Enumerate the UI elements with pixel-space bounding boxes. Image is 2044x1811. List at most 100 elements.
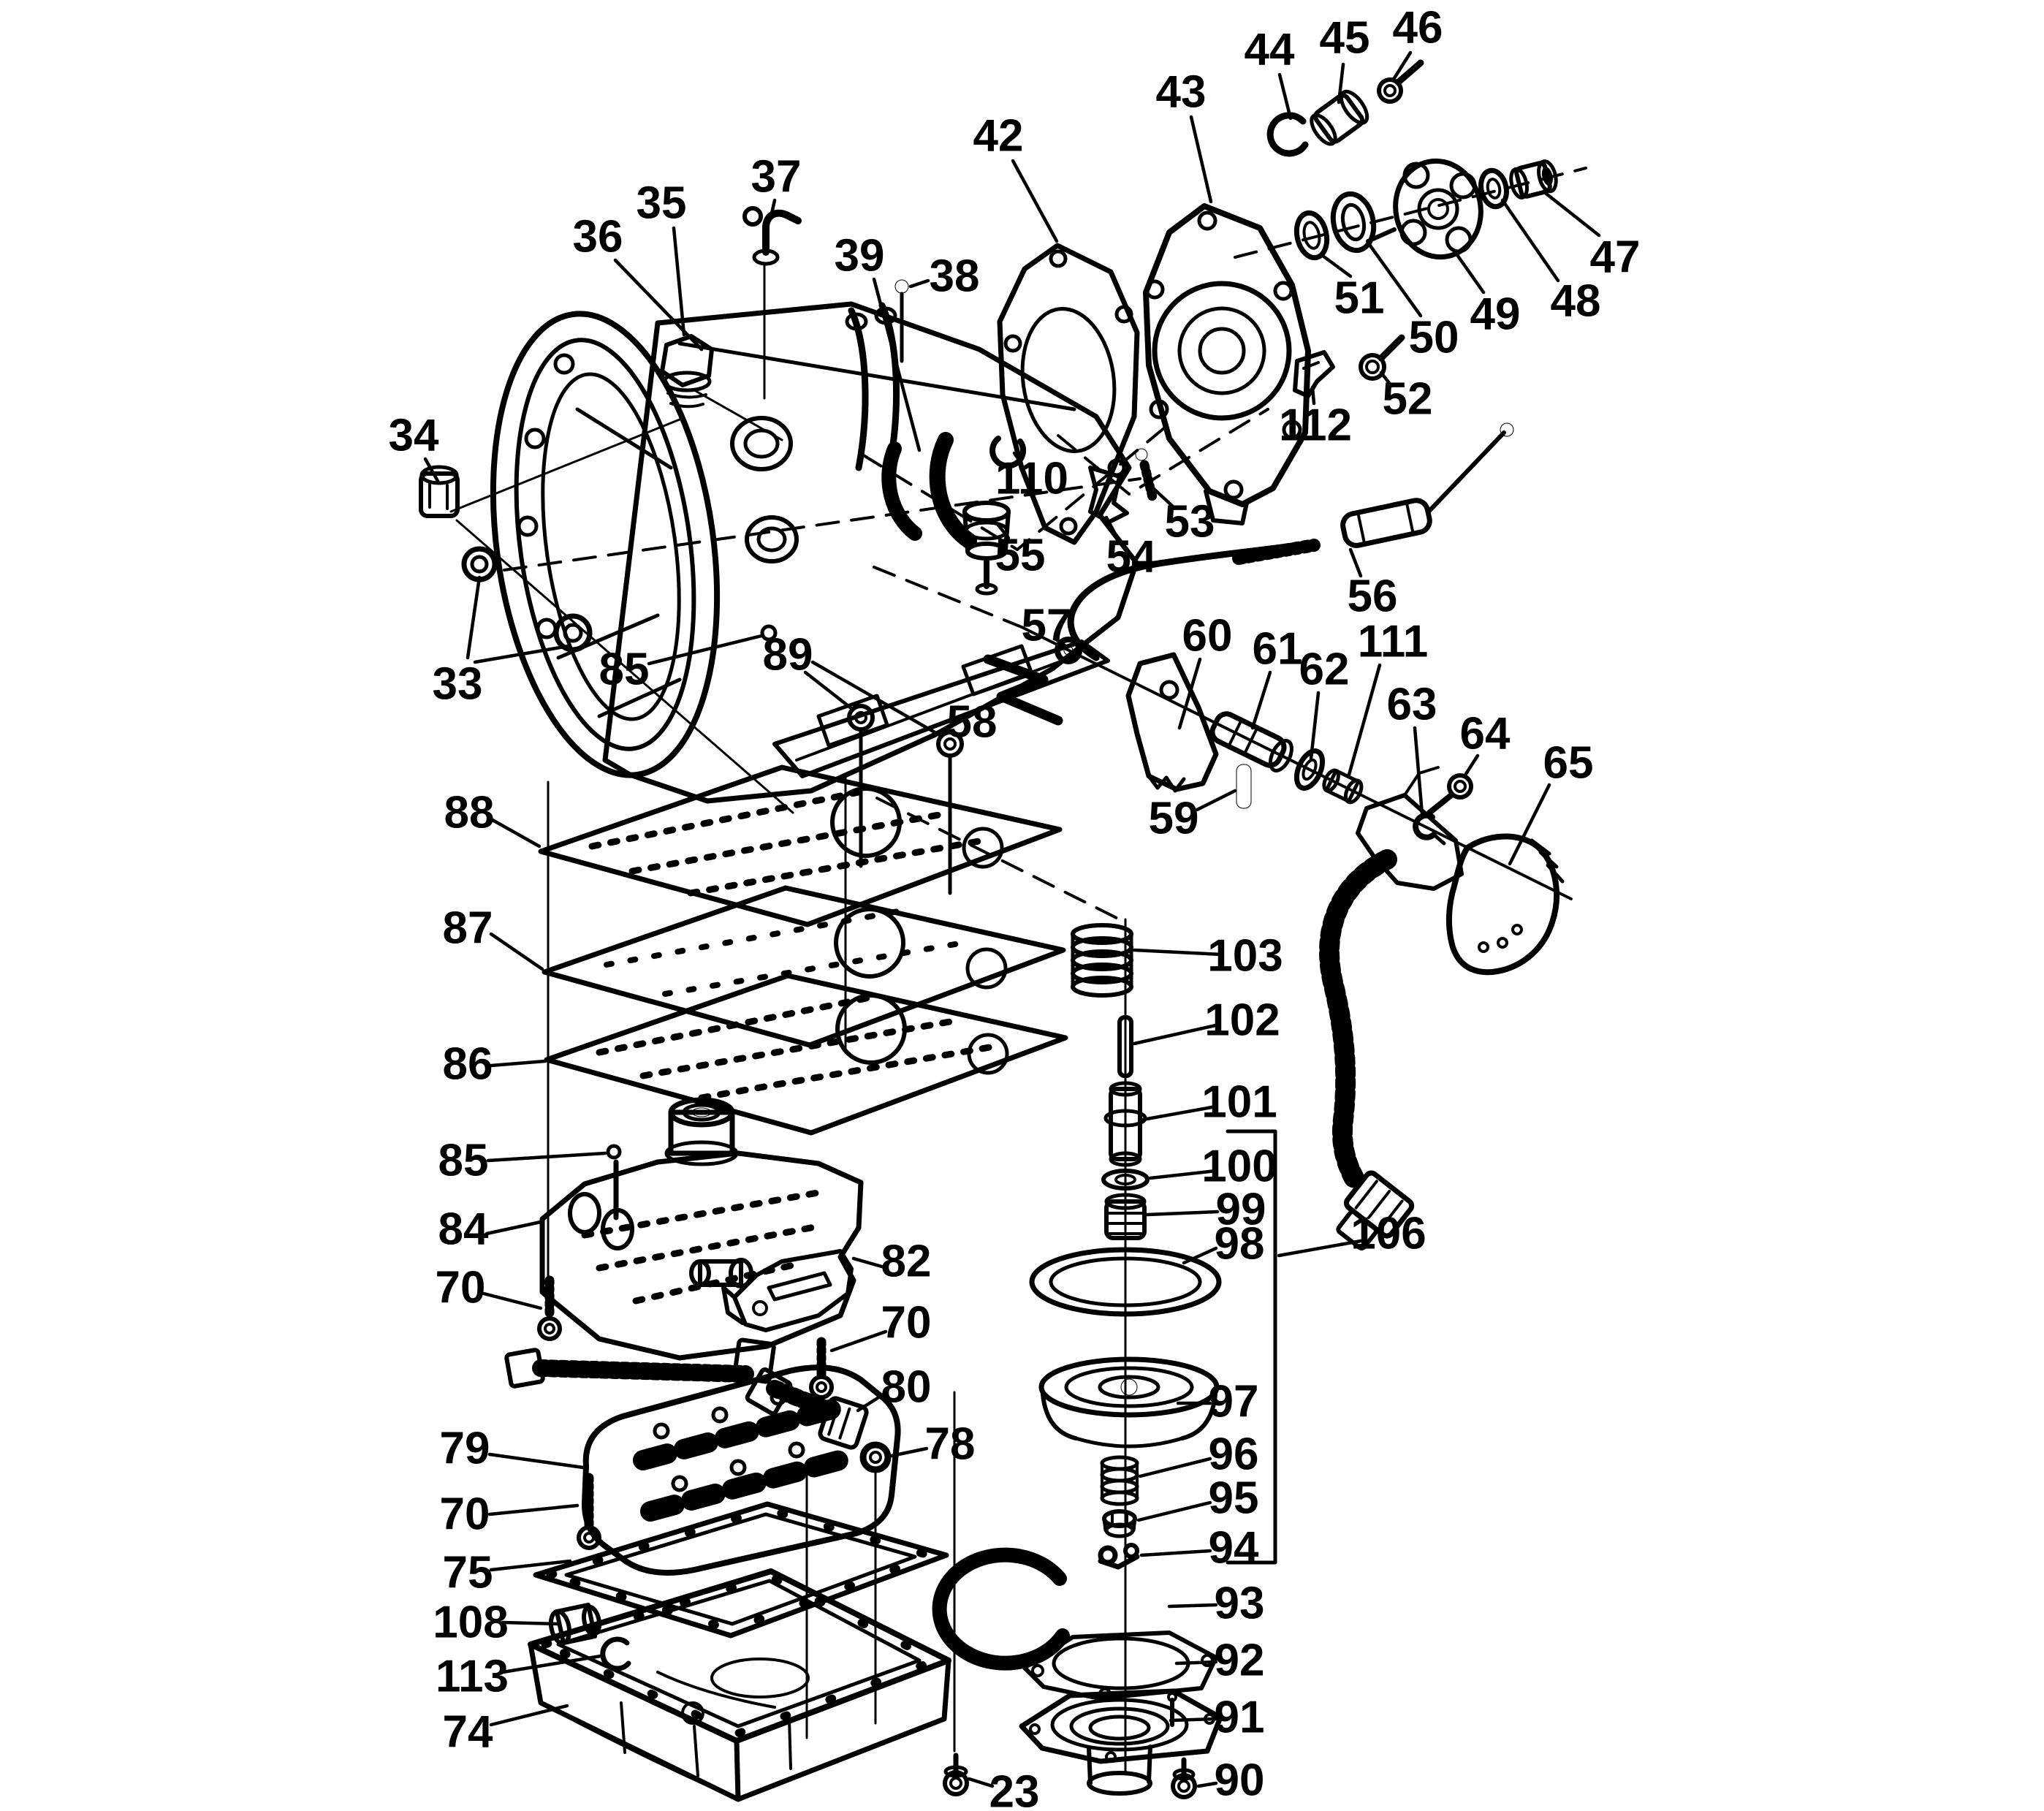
- leader-line-78: [889, 1446, 929, 1458]
- leader-line-54: [1104, 515, 1120, 542]
- callout-108: 108: [433, 1598, 508, 1648]
- oil-pan-74-drawing: [528, 1568, 951, 1802]
- leader-line-62: [1309, 691, 1321, 761]
- output-flange-49-drawing: [1366, 158, 1483, 260]
- leader-line-46: [1391, 50, 1413, 83]
- leader-line-111: [1347, 663, 1382, 777]
- callout-106: 106: [1350, 1209, 1426, 1259]
- callout-93: 93: [1215, 1579, 1265, 1629]
- seal-51-drawing: [1293, 210, 1330, 261]
- callout-89: 89: [763, 630, 813, 680]
- callout-75: 75: [443, 1548, 493, 1598]
- group-bracket-106: [1226, 1129, 1277, 1565]
- manual-detent-bracket-82-drawing: [721, 1249, 854, 1332]
- leader-line-101: [1141, 1104, 1218, 1122]
- leader-line-85: [647, 634, 764, 666]
- leader-line-96: [1138, 1457, 1212, 1478]
- connector-cover-65-drawing: [1445, 833, 1565, 976]
- callout-62: 62: [1299, 645, 1350, 695]
- detent-spring-58-drawing: [983, 654, 1063, 726]
- snap-ring-93-drawing: [932, 1547, 1070, 1671]
- callout-50: 50: [1409, 313, 1459, 363]
- leader-line-92: [1174, 1660, 1218, 1666]
- leader-line-99: [1145, 1210, 1220, 1217]
- leader-line-84: [485, 1220, 543, 1236]
- callout-111: 111: [1358, 617, 1429, 667]
- callout-60: 60: [1182, 611, 1233, 661]
- callout-92: 92: [1215, 1636, 1265, 1686]
- callout-70: 70: [436, 1263, 486, 1313]
- leader-line-85: [486, 1151, 607, 1163]
- leader-line-70: [487, 1503, 580, 1516]
- ring-50-drawing: [1330, 191, 1377, 254]
- leader-line-33: [466, 575, 482, 660]
- callout-78: 78: [925, 1419, 976, 1470]
- callout-23: 23: [989, 1767, 1040, 1811]
- callout-54: 54: [1106, 532, 1157, 582]
- leader-line-23: [967, 1777, 995, 1788]
- callout-85: 85: [599, 645, 650, 695]
- leader-line-70: [482, 1291, 543, 1310]
- leader-line-37: [770, 198, 777, 216]
- callout-95: 95: [1209, 1473, 1259, 1524]
- spring-96-drawing: [1100, 1455, 1139, 1506]
- callout-101: 101: [1201, 1077, 1277, 1128]
- leader-line-50: [1366, 240, 1423, 318]
- leader-line-59: [1195, 789, 1237, 812]
- leader-line-65: [1508, 783, 1551, 866]
- drain-plug-108-drawing: [548, 1602, 602, 1646]
- leader-line-95: [1136, 1500, 1212, 1522]
- o-ring-110-drawing: [989, 436, 1026, 469]
- clip-63-drawing: [1413, 812, 1446, 846]
- check-ball-85-drawing: [760, 624, 778, 642]
- spring-103-drawing: [1071, 923, 1133, 998]
- callout-49: 49: [1470, 289, 1521, 340]
- callout-56: 56: [1348, 572, 1398, 622]
- callout-65: 65: [1543, 738, 1594, 789]
- leader-line-45: [1337, 62, 1345, 105]
- leader-line-55: [995, 521, 1011, 540]
- callout-34: 34: [389, 411, 439, 461]
- valve-101-drawing: [1103, 1081, 1147, 1167]
- washer-100-drawing: [1101, 1169, 1150, 1191]
- leader-line-90: [1196, 1781, 1218, 1788]
- leader-line-110: [1012, 451, 1022, 464]
- callout-85: 85: [438, 1136, 489, 1186]
- callout-42: 42: [973, 111, 1024, 162]
- grommet-57-drawing: [1055, 637, 1082, 664]
- leader-line-100: [1148, 1169, 1218, 1180]
- retainer-95-drawing: [1102, 1509, 1137, 1538]
- callout-58: 58: [947, 697, 998, 748]
- leader-line-94: [1139, 1549, 1212, 1557]
- callout-51: 51: [1334, 273, 1385, 324]
- leader-line-44: [1277, 72, 1293, 121]
- callout-64: 64: [1460, 709, 1511, 759]
- snap-ring-44-drawing: [1266, 112, 1309, 157]
- leader-line-53: [1151, 486, 1176, 509]
- callout-39: 39: [835, 231, 885, 281]
- callout-110: 110: [995, 454, 1068, 504]
- governor-screen-drawing: [689, 1258, 753, 1288]
- piston-97-drawing: [1038, 1356, 1220, 1449]
- leader-line-103: [1132, 948, 1224, 957]
- elbow-fitting-37-drawing: [742, 206, 802, 266]
- callout-97: 97: [1209, 1377, 1259, 1427]
- leader-line-80: [856, 1391, 888, 1413]
- callout-47: 47: [1590, 232, 1641, 283]
- extension-housing-43-drawing: [1143, 203, 1311, 525]
- callout-63: 63: [1387, 680, 1437, 730]
- plug-34-drawing: [419, 465, 460, 518]
- leader-line-52: [1379, 371, 1394, 388]
- leader-line-75: [489, 1559, 572, 1572]
- piston-99-drawing: [1104, 1193, 1147, 1240]
- leader-line-47: [1541, 189, 1601, 238]
- leader-line-48: [1500, 198, 1560, 283]
- leader-line-42: [1011, 159, 1059, 243]
- oil-filter-79-drawing: [582, 1364, 901, 1576]
- bolt-46-drawing: [1377, 59, 1424, 104]
- washer-48-drawing: [1478, 167, 1509, 210]
- clip-94-drawing: [1098, 1543, 1140, 1570]
